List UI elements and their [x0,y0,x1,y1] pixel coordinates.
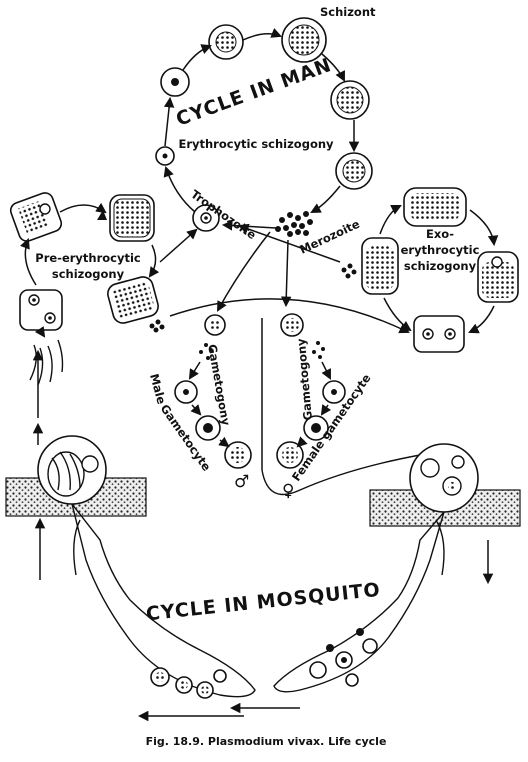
exo-erythrocytic-cycle: Exo- erythrocytic schizogony [169,187,519,353]
mosquito-cycle: CYCLE IN MOSQUITO [5,422,521,722]
male-symbol: ♂ [234,472,249,492]
gametogony-right-label: Gametogony [294,337,315,421]
exo-label-2: erythrocytic [401,243,480,257]
exo-label-1: Exo- [426,227,454,241]
erythrocytic-label: Erythrocytic schizogony [178,137,334,151]
liver-cell [19,289,63,331]
cycle-in-man-title: CYCLE IN MAN [173,54,334,131]
mosquito-body-left [71,503,256,698]
pre-erythrocytic-label-2: schizogony [52,267,125,281]
exo-label-3: schizogony [404,259,477,273]
figure-caption: Fig. 18.9. Plasmodium vivax. Life cycle [146,735,387,748]
pre-erythrocytic-cycle: Pre-erythrocytic schizogony [9,192,198,418]
merozoite-cluster [275,211,313,237]
pre-erythrocytic-label: Pre-erythrocytic [35,251,141,265]
mosquito-body-right [273,511,445,693]
blood-meal-inset [409,443,479,513]
liver-cell [413,315,465,353]
gametogony-left-label: Gametogony [205,343,233,427]
erythrocytic-cycle: CYCLE IN MAN Erythrocytic schizogony Sch… [155,5,376,257]
male-label: Male [147,372,169,406]
cycle-in-mosquito-title: CYCLE IN MOSQUITO [145,579,382,626]
schizont-label: Schizont [320,5,376,19]
female-symbol: ♀ [282,481,294,501]
